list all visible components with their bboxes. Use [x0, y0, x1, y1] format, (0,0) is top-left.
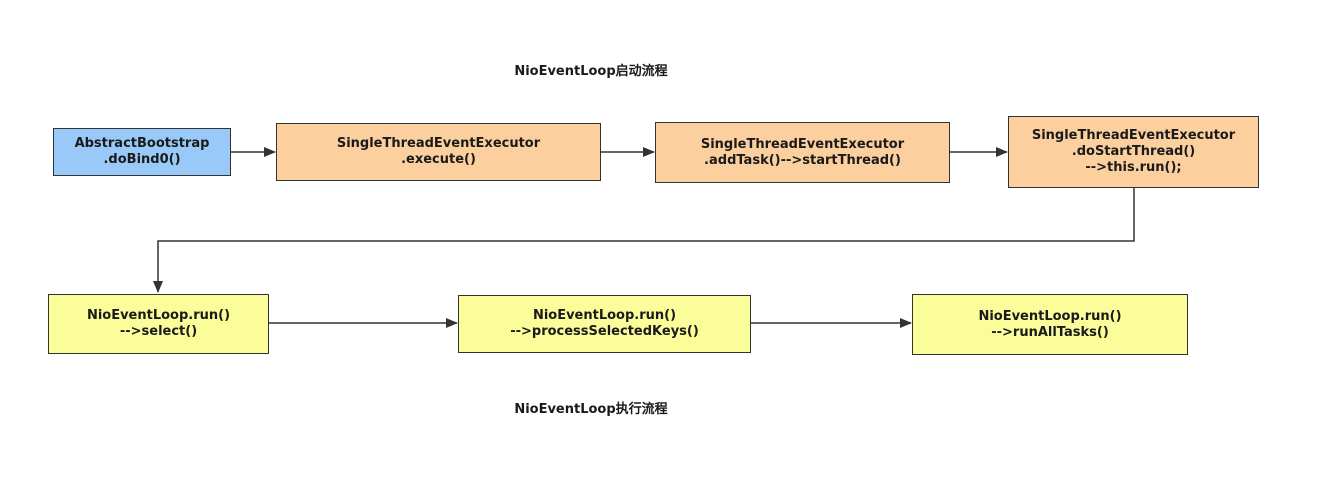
diagram-title-exec: NioEventLoop执行流程 — [514, 402, 668, 417]
node-addtask: SingleThreadEventExecutor .addTask()-->s… — [655, 122, 950, 183]
edge-dostart-to-select — [153, 188, 1135, 293]
node-dostart-line3: -->this.run(); — [1085, 160, 1182, 175]
node-addtask-line2: .addTask()-->startThread() — [704, 152, 901, 168]
node-process-line1: NioEventLoop.run() — [532, 308, 677, 323]
node-execute-line1: SingleThreadEventExecutor — [336, 136, 541, 151]
node-runall: NioEventLoop.run() -->runAllTasks() — [912, 294, 1188, 355]
node-bootstrap-line2: .doBind0() — [103, 152, 181, 167]
node-bootstrap: AbstractBootstrap .doBind0() — [53, 128, 231, 176]
node-bootstrap-line1: AbstractBootstrap — [74, 136, 210, 151]
node-execute: SingleThreadEventExecutor .execute() — [276, 123, 601, 181]
node-dostart: SingleThreadEventExecutor .doStartThread… — [1008, 116, 1259, 188]
node-execute-line2: .execute() — [401, 152, 476, 167]
node-select: NioEventLoop.run() -->select() — [48, 294, 269, 354]
node-runall-line1: NioEventLoop.run() — [978, 308, 1122, 324]
node-dostart-line2: .doStartThread() — [1071, 144, 1196, 159]
node-process-line2: -->processSelectedKeys() — [510, 324, 699, 339]
node-select-line2: -->select() — [119, 324, 198, 339]
node-runall-line2: -->runAllTasks() — [991, 324, 1109, 340]
node-dostart-line1: SingleThreadEventExecutor — [1031, 128, 1236, 143]
node-select-line1: NioEventLoop.run() — [86, 308, 231, 323]
node-addtask-line1: SingleThreadEventExecutor — [700, 136, 905, 152]
diagram-title-start: NioEventLoop启动流程 — [514, 64, 668, 79]
node-process: NioEventLoop.run() -->processSelectedKey… — [458, 295, 751, 353]
